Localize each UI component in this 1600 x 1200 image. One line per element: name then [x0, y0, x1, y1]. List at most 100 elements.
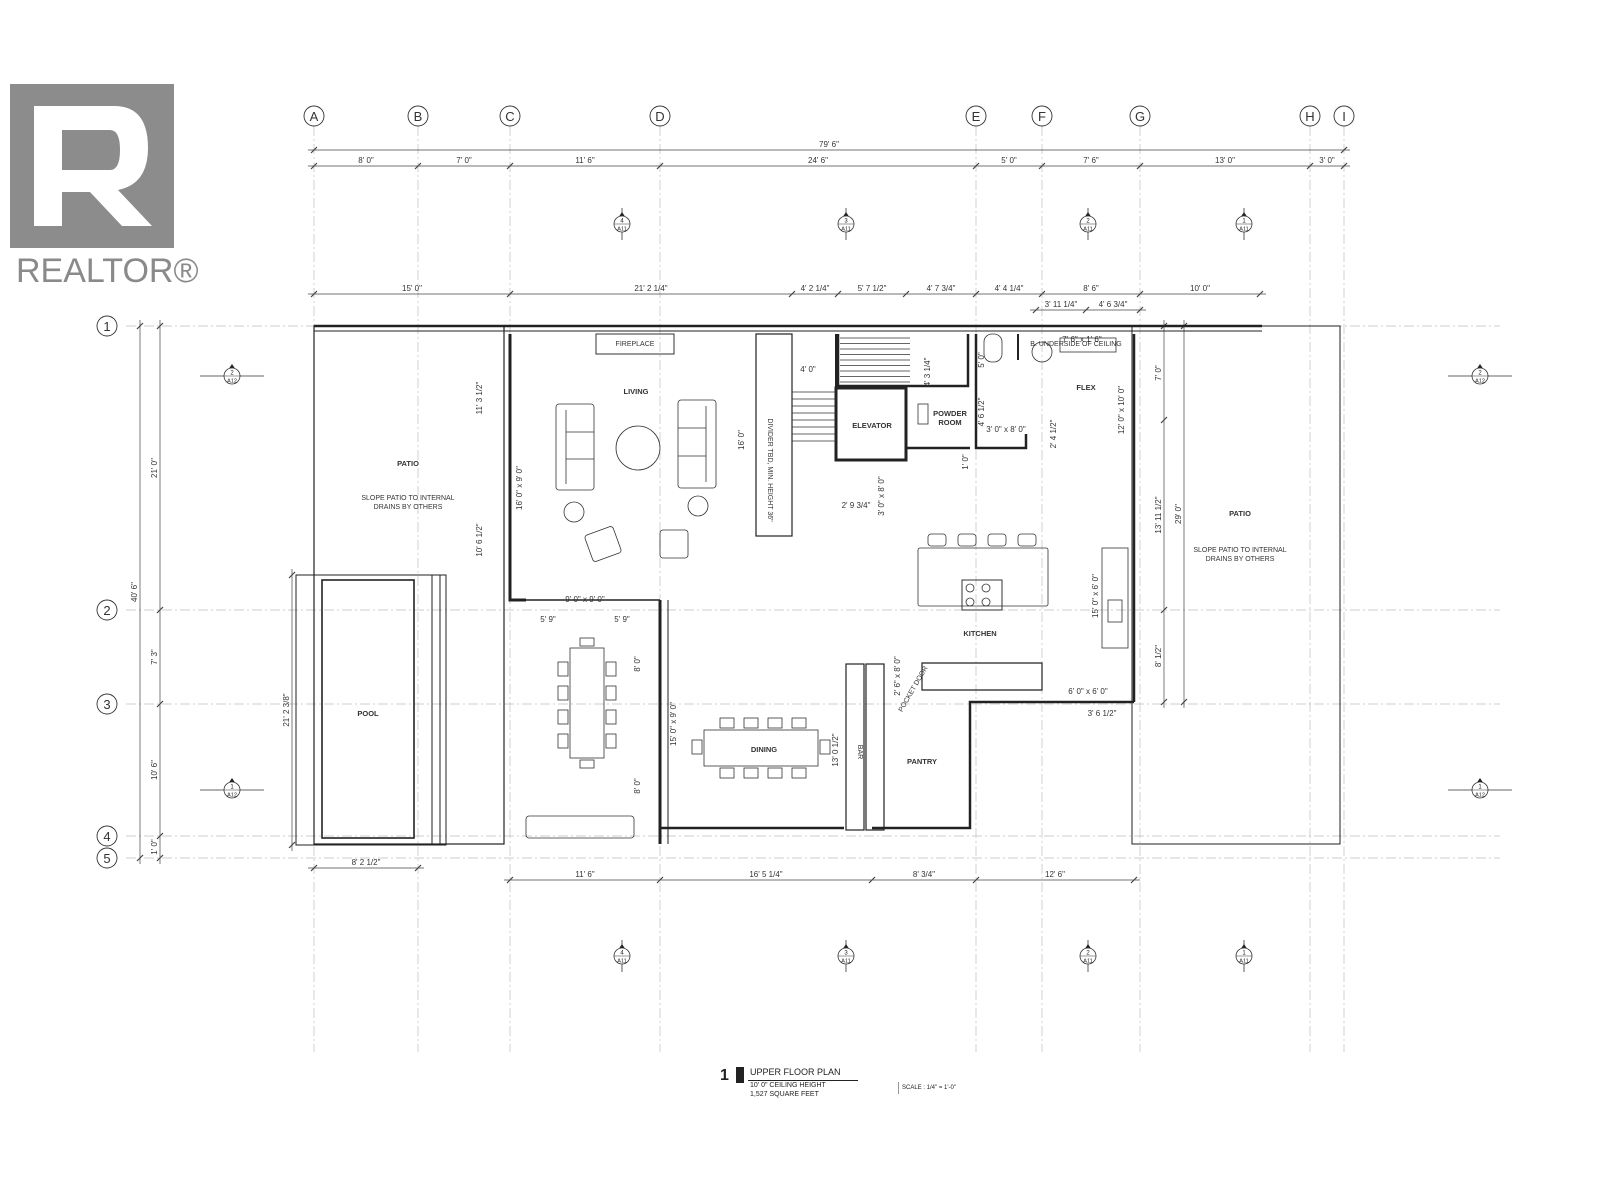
dining-chair	[557, 733, 569, 749]
left-segment-dim: 1' 0"	[150, 839, 159, 855]
dining-chair	[767, 767, 783, 779]
pool-width-dim: 8' 2 1/2"	[352, 858, 381, 867]
section-number: 1	[1242, 219, 1246, 225]
grid-spacing-dim: 7' 0"	[456, 156, 472, 165]
living-lower-dim: 10' 6 1/2"	[475, 523, 484, 556]
dining-chair	[557, 661, 569, 677]
dining-chair	[719, 767, 735, 779]
island-stool	[987, 533, 1007, 547]
dining-chair	[557, 709, 569, 725]
furniture	[525, 333, 1129, 839]
dining-chair	[605, 685, 617, 701]
section-sheet: A11	[841, 227, 850, 233]
section-number: 4	[620, 951, 624, 957]
flex-window-dim: 7' 6" x 1' 6"	[1062, 335, 1102, 344]
section-sheet: A12	[227, 379, 237, 385]
dining-chair	[605, 709, 617, 725]
grid-column-b: B	[407, 105, 429, 127]
realtor-logo: REALTOR®	[8, 84, 199, 294]
grid-column-f: F	[1031, 105, 1053, 127]
grid-column-g: G	[1129, 105, 1151, 127]
grid-column-c: C	[499, 105, 521, 127]
grid-label: 4	[103, 829, 110, 844]
left-overall-dim: 40' 6"	[130, 582, 139, 602]
drawing-title: UPPER FLOOR PLAN	[750, 1067, 841, 1077]
drawing-number: 1	[720, 1067, 729, 1084]
living-upper-dim: 11' 3 1/2"	[475, 381, 484, 414]
dining-chair	[557, 685, 569, 701]
grid-spacing-dim: 7' 6"	[1083, 156, 1099, 165]
fireplace-label: FIREPLACE	[616, 341, 655, 348]
elevator-gap-dim: 1' 0"	[961, 454, 970, 470]
scale-separator	[898, 1082, 899, 1094]
island-stool	[927, 533, 947, 547]
dining-chair	[767, 717, 783, 729]
elevator-width-dim: 2' 9 3/4"	[842, 501, 871, 510]
section-sheet: A11	[841, 959, 850, 965]
powder-door-dim: 3' 0" x 8' 0"	[986, 425, 1026, 434]
room-label-patio-left: PATIO	[397, 459, 419, 468]
wall-spacing-dim: 4' 7 3/4"	[927, 284, 956, 293]
grid-label: 3	[103, 697, 110, 712]
grid-label: A	[310, 109, 319, 124]
room-label-dining: DINING	[751, 745, 777, 754]
square-footage: 1,527 SQUARE FEET	[750, 1091, 819, 1098]
section-number: 2	[230, 371, 234, 377]
bottom-wall-dim: 12' 6"	[1045, 870, 1065, 879]
section-number: 1	[1242, 951, 1246, 957]
dining-chair	[579, 637, 595, 647]
elevator-door-dim: 3' 0" x 8' 0"	[877, 476, 886, 516]
realtor-wordmark: REALTOR®	[16, 252, 199, 290]
left-segment-dim: 7' 3"	[150, 649, 159, 665]
section-sheet: A11	[617, 959, 626, 965]
section-number: 1	[1478, 785, 1482, 791]
dining-59a-dim: 5' 9"	[540, 615, 556, 624]
title-bar-mark	[736, 1067, 744, 1083]
grid-label: I	[1342, 109, 1346, 124]
wall-spacing-dim: 4' 2 1/4"	[801, 284, 830, 293]
dining-chair	[743, 767, 759, 779]
ceiling-height: 10' 0" CEILING HEIGHT	[750, 1082, 826, 1089]
wall-spacing-dim: 15' 0"	[402, 284, 422, 293]
section-sheet: A11	[617, 227, 626, 233]
dining-chair	[605, 661, 617, 677]
flex-sub-dim: 3' 11 1/4"	[1045, 300, 1078, 309]
dining-window-dim: 15' 0" x 9' 0"	[669, 702, 678, 746]
section-sheet: A11	[1239, 227, 1248, 233]
grid-row-4: 4	[96, 825, 118, 847]
island-stool	[1017, 533, 1037, 547]
divider-dim: 16' 0"	[737, 430, 746, 450]
grid-spacing-dim: 24' 6"	[808, 156, 828, 165]
dining-8b-dim: 8' 0"	[633, 778, 642, 794]
wall-spacing-dim: 8' 6"	[1083, 284, 1099, 293]
staircase	[792, 337, 910, 442]
pantry-door-dim: 2' 6" x 8' 0"	[893, 656, 902, 696]
wall-spacing-dim: 4' 4 1/4"	[995, 284, 1024, 293]
right-segment-dim: 7' 0"	[1154, 365, 1163, 381]
grid-label: G	[1135, 109, 1145, 124]
dining-59b-dim: 5' 9"	[614, 615, 630, 624]
section-sheet: A12	[227, 793, 237, 799]
flex-sub-dim: 4' 6 3/4"	[1099, 300, 1128, 309]
grid-column-i: I	[1333, 105, 1355, 127]
wall-spacing-dim: 21' 2 1/4"	[634, 284, 667, 293]
grid-label: 1	[103, 319, 110, 334]
divider-note: DIVIDER TBD, MIN. HEIGHT 36"	[766, 418, 773, 522]
bar-label: BAR	[856, 745, 863, 759]
bottom-wall-dim: 16' 5 1/4"	[749, 870, 782, 879]
section-sheet: A12	[1475, 793, 1485, 799]
grid-spacing-dim: 13' 0"	[1215, 156, 1235, 165]
left-segment-dim: 10' 6"	[150, 760, 159, 780]
bottom-wall-dim: 8' 3/4"	[913, 870, 935, 879]
kitchen-door-dim: 6' 0" x 6' 0"	[1068, 687, 1108, 696]
grid-row-3: 3	[96, 693, 118, 715]
walls	[295, 324, 1341, 846]
dining-chair	[819, 739, 831, 755]
